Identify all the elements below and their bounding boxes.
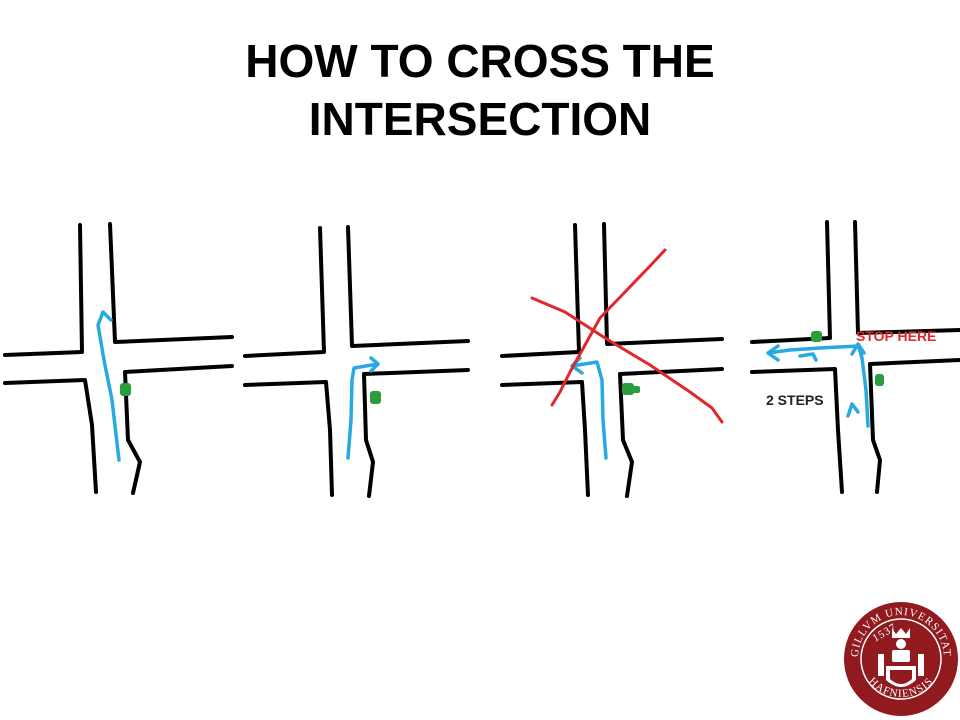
title-line-1: HOW TO CROSS THE (245, 35, 715, 87)
panel-direct-left-turn (500, 222, 724, 498)
panel-hook-right (243, 225, 470, 498)
route-arrow (766, 344, 860, 362)
traffic-light-icon (875, 374, 884, 386)
road-edge (853, 220, 960, 335)
road-edge (868, 358, 960, 494)
traffic-light-icon (120, 383, 131, 396)
road-edge (108, 222, 234, 344)
panel-two-step-left-turn: STOP HERE 2 STEPS (750, 220, 960, 494)
stop-here-label: STOP HERE (856, 328, 936, 344)
road-edge (500, 223, 581, 358)
slide-title: HOW TO CROSS THE INTERSECTION (0, 32, 960, 148)
road-edge (500, 380, 590, 497)
cross-out-mark (530, 296, 724, 424)
route-arrow (798, 352, 818, 362)
two-steps-label: 2 STEPS (766, 392, 824, 408)
road-edge (243, 226, 326, 358)
traffic-light-icon (811, 331, 822, 342)
road-edge (602, 222, 724, 346)
route-arrow (570, 356, 608, 460)
route-arrow (850, 342, 870, 428)
road-edge (3, 378, 98, 494)
road-edge (750, 220, 832, 344)
road-edge (618, 367, 724, 498)
road-edge (362, 368, 470, 498)
road-edge (3, 223, 84, 357)
road-edge (750, 367, 844, 494)
title-line-2: INTERSECTION (308, 93, 652, 145)
route-arrow (96, 310, 121, 462)
road-edge (243, 380, 334, 497)
panel-straight-crossing (3, 222, 234, 495)
road-edge (346, 225, 470, 348)
road-edge (123, 364, 234, 495)
university-seal-logo: SIGILLVM UNIVERSITATIS HAFNIENSIS 1537 (842, 598, 958, 716)
traffic-light-icon (370, 391, 381, 404)
route-arrow (346, 356, 380, 460)
seal-emblem-icon (878, 628, 924, 687)
cross-out-mark (550, 248, 667, 407)
route-arrow (846, 402, 860, 418)
traffic-light-icon (630, 386, 640, 393)
